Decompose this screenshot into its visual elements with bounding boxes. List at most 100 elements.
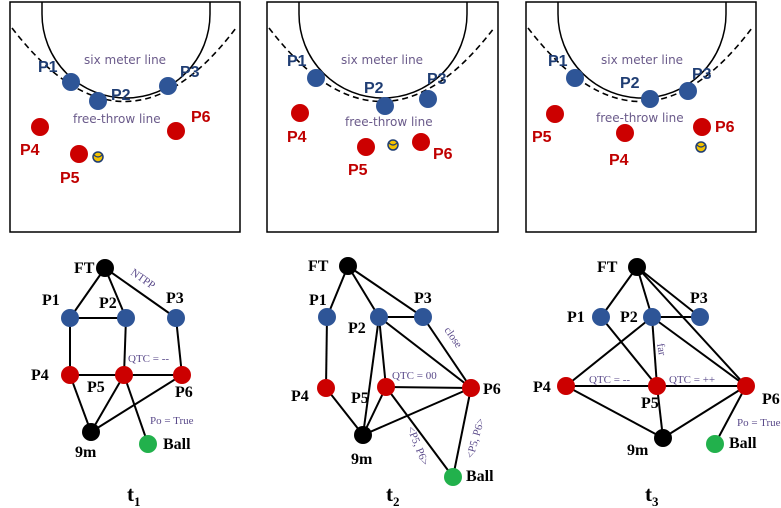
- ball-icon: [92, 151, 104, 163]
- ball-icon: [695, 141, 707, 153]
- edge-label-qtc-left: QTC = --: [589, 374, 630, 386]
- edge-label-p5-p6-left: <P5, P6>: [404, 425, 431, 468]
- p3-node-label: P3: [166, 290, 184, 307]
- node-p5: [648, 377, 666, 395]
- graph-panel-3: FT P1 P2 P3 P4 P5 P6 9m Ball far QTC = -…: [533, 258, 781, 508]
- edge-label-qtc: QTC = --: [128, 353, 169, 365]
- node-p6: [462, 379, 480, 397]
- node-p1: [318, 308, 336, 326]
- ft-node-label: FT: [308, 258, 329, 275]
- court-boundary: [525, 1, 757, 233]
- player-p6-marker: [412, 133, 430, 151]
- node-9m: [354, 426, 372, 444]
- node-ft: [96, 259, 114, 277]
- time-label-subscript: 2: [393, 494, 400, 508]
- edge-label-p5-p6-right: <P5, P6>: [464, 417, 487, 460]
- p4-label: P4: [20, 142, 40, 159]
- time-label: t1: [127, 482, 141, 508]
- edge-label-qtc: QTC = 00: [392, 370, 437, 382]
- node-ft: [339, 257, 357, 275]
- player-p1-marker: [566, 69, 584, 87]
- time-label-subscript: 1: [134, 494, 141, 508]
- p3-label: P3: [692, 66, 712, 83]
- court-panel-1: six meter line free-throw line P1 P2 P3 …: [9, 1, 241, 233]
- time-label-base: t: [645, 482, 652, 506]
- graph-edges: [565, 266, 747, 445]
- p5-node-label: P5: [641, 395, 659, 412]
- node-ft: [628, 258, 646, 276]
- p2-node-label: P2: [348, 320, 366, 337]
- player-p5-marker: [357, 138, 375, 156]
- edge-label-po: Po = True: [737, 417, 781, 429]
- ball-node-label: Ball: [163, 436, 191, 453]
- p3-node-label: P3: [414, 290, 432, 307]
- ft-node-label: FT: [597, 259, 618, 276]
- node-p4: [557, 377, 575, 395]
- p4-node-label: P4: [291, 388, 309, 405]
- six-meter-line-label: six meter line: [341, 53, 423, 67]
- p6-label: P6: [433, 146, 453, 163]
- p1-label: P1: [548, 53, 568, 70]
- court-panel-2: six meter line free-throw line P1 P2 P3 …: [266, 1, 499, 233]
- goal-area-line: [41, 2, 211, 99]
- node-p3: [167, 309, 185, 327]
- p6-node-label: P6: [483, 381, 501, 398]
- player-p3-marker: [159, 77, 177, 95]
- p4-label: P4: [287, 129, 307, 146]
- graph-panel-2: FT P1 P2 P3 P4 P5 P6 9m Ball close QTC =…: [291, 257, 501, 508]
- edge-label-po: Po = True: [150, 415, 194, 427]
- p6-label: P6: [715, 119, 735, 136]
- player-p2-marker: [641, 90, 659, 108]
- p3-label: P3: [427, 71, 447, 88]
- player-p5-marker: [616, 124, 634, 142]
- edge-label-qtc-right: QTC = ++: [669, 374, 715, 386]
- p5-node-label: P5: [87, 379, 105, 396]
- p4-node-label: P4: [533, 379, 551, 396]
- free-throw-arc: [11, 27, 237, 103]
- p5-label: P4: [609, 152, 629, 169]
- player-p6-marker: [693, 118, 711, 136]
- p2-label: P2: [111, 87, 131, 104]
- node-p2: [643, 308, 661, 326]
- node-p3: [414, 308, 432, 326]
- p3-node-label: P3: [690, 290, 708, 307]
- p2-label: P2: [620, 75, 640, 92]
- ball-icon: [387, 139, 399, 151]
- court-boundary: [9, 1, 241, 233]
- time-label: t3: [645, 482, 659, 508]
- node-ball: [444, 468, 462, 486]
- p6-node-label: P6: [175, 384, 193, 401]
- six-meter-line-label: six meter line: [84, 53, 166, 67]
- player-p4-marker: [546, 105, 564, 123]
- free-throw-line-label: free-throw line: [73, 112, 161, 126]
- node-p5: [377, 378, 395, 396]
- node-9m: [82, 423, 100, 441]
- player-p1-marker: [62, 73, 80, 91]
- edge-label-close: close: [442, 325, 465, 350]
- free-throw-arc: [268, 27, 495, 103]
- p1-label: P1: [38, 59, 58, 76]
- 9m-node-label: 9m: [75, 444, 97, 461]
- time-label-base: t: [127, 482, 134, 506]
- node-9m: [654, 429, 672, 447]
- node-p6: [173, 366, 191, 384]
- free-throw-line-label: free-throw line: [596, 111, 684, 125]
- p4-label: P5: [532, 129, 552, 146]
- time-label: t2: [386, 482, 400, 508]
- p3-label: P3: [180, 64, 200, 81]
- player-p6-marker: [167, 122, 185, 140]
- node-p4: [61, 366, 79, 384]
- p1-node-label: P1: [42, 292, 60, 309]
- node-p2: [117, 309, 135, 327]
- edge-label-far: far: [654, 342, 668, 356]
- player-p5-marker: [70, 145, 88, 163]
- p6-label: P6: [191, 109, 211, 126]
- free-throw-arc: [527, 27, 753, 103]
- p2-label: P2: [364, 80, 384, 97]
- court-panel-3: six meter line free-throw line P1 P2 P3 …: [525, 1, 757, 233]
- node-ball: [706, 435, 724, 453]
- ball-node-label: Ball: [729, 435, 757, 452]
- p2-node-label: P2: [620, 309, 638, 326]
- player-p4-marker: [291, 104, 309, 122]
